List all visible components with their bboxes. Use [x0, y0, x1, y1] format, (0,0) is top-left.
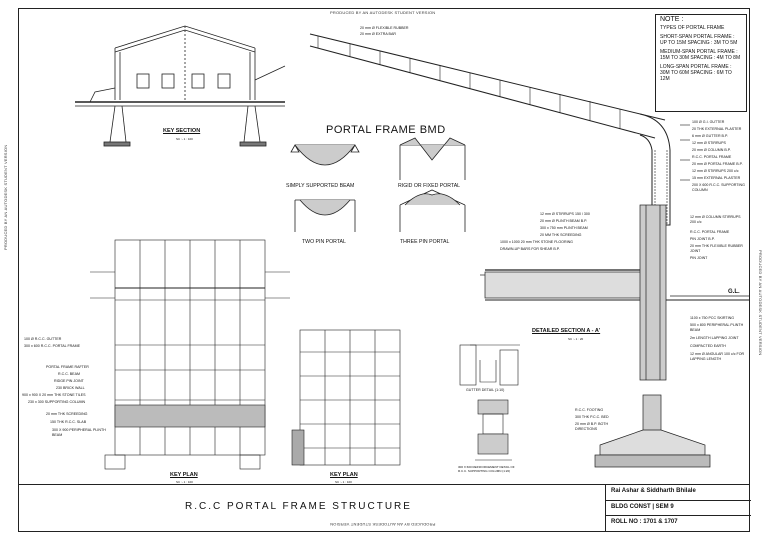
column-detail-drawing	[475, 399, 512, 461]
title-block	[18, 484, 750, 532]
truss-label: 20 mm Ø FLEXIBLE RUBBER	[360, 26, 409, 30]
key-plan-2-scale: SC :- 1 : 100	[335, 480, 352, 484]
column-label: 20 mm Ø PORTAL FRAME B.P.	[692, 162, 743, 166]
key-plan-2-drawing	[291, 329, 401, 466]
note-item: TYPES OF PORTAL FRAME	[660, 25, 725, 31]
key-section-scale: SC :- 1 : 100	[176, 137, 193, 141]
authors-text: Rai Ashar & Siddharth Bhilale	[611, 488, 696, 494]
key-plan-1-label: KEY PLAN	[170, 472, 198, 478]
section-label: 20 MM THK SCREEDING	[540, 233, 582, 237]
footing-label: 300 THK P.C.C. BED	[575, 415, 609, 419]
bmd-caption: TWO PIN PORTAL	[302, 239, 346, 245]
section-label: 12 mm Ø STIRRUPS 150 / 300	[540, 212, 590, 216]
key-plan-label: 230 x 300 SUPPORTING COLUMN	[28, 400, 86, 404]
key-plan-label: 20 mm THK SCREEDING	[46, 412, 88, 416]
section-label: PIN JOINT	[690, 256, 708, 260]
truss-label: 20 mm Ø EXTRA BAR	[360, 32, 396, 36]
column-label: 100 Ø G.I. GUTTER	[692, 120, 725, 124]
note-item: MEDIUM-SPAN PORTAL FRAME : 15M TO 30M SP…	[660, 49, 741, 61]
detailed-section-label: DETAILED SECTION A - A'	[532, 328, 601, 334]
column-label: 200 X 600 R.C.C. SUPPORTING COLUMN	[692, 183, 745, 192]
section-label: DRAWN-UP BARS FOR SHEAR B.P.	[500, 247, 560, 251]
key-plan-2-label: KEY PLAN	[330, 472, 358, 478]
section-label: 20 mm THK FLEXIBLE RUBBER JOINT	[690, 244, 743, 253]
section-label: 2m LENGTH LAPPING JOINT	[690, 336, 739, 340]
detailed-section-scale: SC :- 1 : 20	[568, 337, 584, 341]
key-plan-label: 150 THK R.C.C. SLAB	[50, 420, 87, 424]
key-plan-label: 300 X 900 PERIPHERAL PLINTH BEAM	[52, 428, 106, 437]
column-detail-label: 300 X 600 REINFORCEMENT DETAIL OF R.C.C.…	[458, 465, 515, 473]
ground-level-label: G.L.	[728, 289, 740, 295]
column-label: 12 mm Ø STIRRUPS 200 c/c	[692, 169, 739, 173]
section-label: 1000 x 1000 20 mm THK STONE FLOORING	[500, 240, 573, 244]
bmd-caption: SIMPLY SUPPORTED BEAM	[286, 183, 355, 189]
column-label: R.C.C. PORTAL FRAME	[692, 155, 732, 159]
column-label: 20 mm Ø COLUMN B.P.	[692, 148, 731, 152]
gutter-detail-label: GUTTER DETAIL (1:10)	[466, 388, 505, 392]
bmd-caption: RIGID OR FIXED PORTAL	[398, 183, 461, 189]
gutter-detail-drawing	[459, 344, 520, 386]
note-item: SHORT-SPAN PORTAL FRAME : UP TO 15M SPAC…	[660, 34, 738, 46]
footing-label: R.C.C. FOOTING	[575, 408, 604, 412]
footing-label: 20 mm Ø B.P. BOTH DIRECTIONS	[575, 422, 609, 431]
portal-frame-truss-drawing	[309, 33, 690, 226]
section-label: 12 mm Ø ANGULAR 100 c/c FOR LAPPING LENG…	[690, 352, 745, 361]
key-plan-label: 230 BRICK WALL	[56, 386, 85, 390]
column-label: 15 mm EXTERNAL PLASTER	[692, 176, 741, 180]
key-plan-label: 900 x 900 X 20 mm THK STONE TILES	[22, 393, 86, 397]
title-block-divider	[606, 515, 751, 516]
key-plan-label: PORTAL FRAME RAFTER	[46, 365, 89, 369]
drawing-title: R.C.C PORTAL FRAME STRUCTURE	[185, 501, 412, 512]
course-text: BLDG CONST | SEM 9	[611, 504, 674, 510]
key-plan-1-scale: SC :- 1 : 100	[176, 480, 193, 484]
section-label: COMPACTED EARTH	[690, 344, 726, 348]
section-label: 1100 x 750 PCC SKIRTING	[690, 316, 735, 320]
bmd-caption: THREE PIN PORTAL	[400, 239, 450, 245]
key-plan-label: 100 Ø R.C.C. GUTTER	[24, 337, 62, 341]
key-section-drawing	[75, 25, 286, 147]
section-label: 12 mm Ø COLUMN STIRRUPS 200 c/c	[690, 215, 741, 224]
title-block-info: Rai Ashar & Siddharth Bhilale BLDG CONST…	[605, 484, 751, 532]
column-label: 6 mm Ø GUTTER B.P.	[692, 134, 728, 138]
footing-detail-drawing	[594, 394, 711, 468]
roll-number-text: ROLL NO : 1701 & 1707	[611, 519, 678, 525]
key-plan-label: 300 x 600 R.C.C. PORTAL FRAME	[24, 344, 81, 348]
column-label: 12 mm Ø STIRRUPS	[692, 141, 726, 145]
bmd-title: PORTAL FRAME BMD	[326, 124, 446, 136]
watermark-top: PRODUCED BY AN AUTODESK STUDENT VERSION	[330, 10, 436, 15]
column-label: 20 THK EXTERNAL PLASTER	[692, 127, 742, 131]
detailed-section-drawing	[480, 204, 750, 381]
bmd-diagrams	[290, 137, 466, 232]
key-plan-label: R.C.C. BEAM	[58, 372, 80, 376]
drawing-sheet-border	[18, 8, 750, 532]
note-item: LONG-SPAN PORTAL FRAME : 30M TO 60M SPAC…	[660, 64, 732, 82]
section-label: R.C.C. PORTAL FRAME	[690, 230, 730, 234]
section-label: 300 x 750 mm PLINTH BEAM	[540, 226, 588, 230]
key-section-label: KEY SECTION	[163, 128, 201, 134]
note-title: NOTE :	[660, 16, 684, 23]
key-plan-label: RIDGE PIN JOINT	[54, 379, 84, 383]
note-box: NOTE : TYPES OF PORTAL FRAME SHORT-SPAN …	[655, 14, 747, 112]
section-label: 20 mm Ø PLINTH BEAM B.P.	[540, 219, 588, 223]
section-label: PIN JOINT B.P.	[690, 237, 715, 241]
key-plan-1-drawing	[90, 239, 290, 470]
title-block-divider	[606, 500, 751, 501]
section-label: 500 x 800 PERIPHERAL PLINTH BEAM	[690, 323, 744, 332]
